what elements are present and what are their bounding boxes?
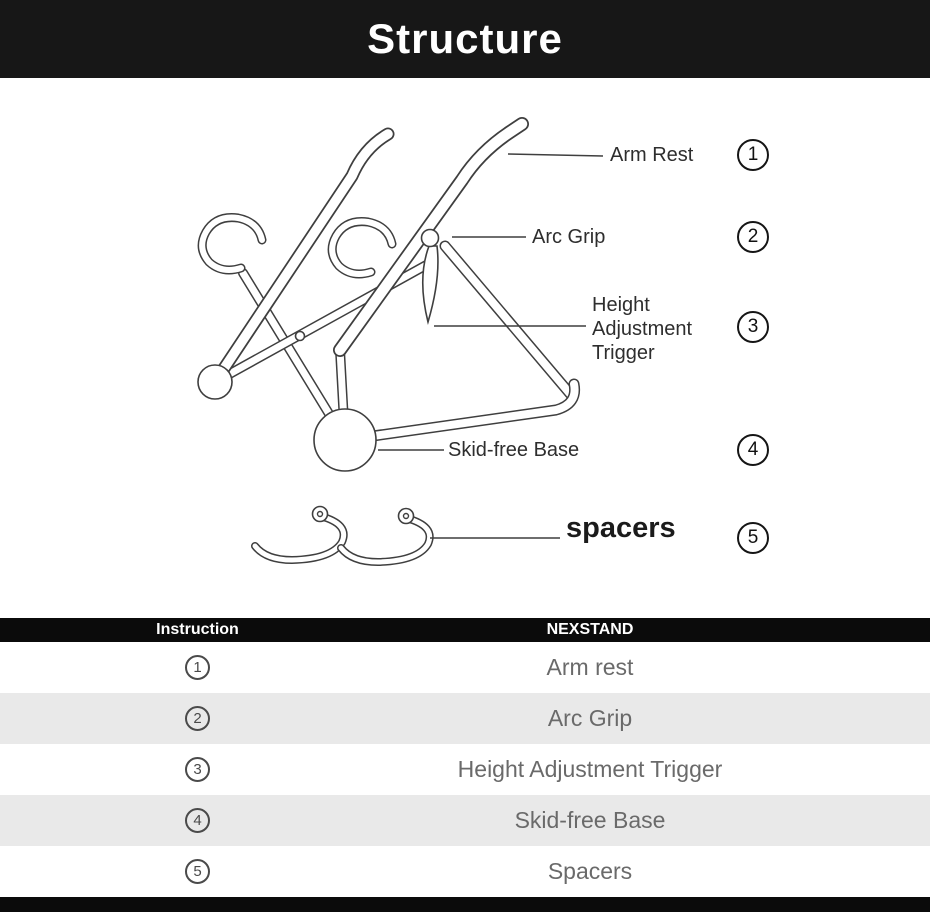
circled-number-4: 4 bbox=[737, 434, 769, 466]
leader-lines bbox=[378, 153, 604, 539]
column-header-instruction: Instruction bbox=[156, 621, 239, 638]
table-row: 5 Spacers bbox=[0, 846, 930, 897]
parts-table: Instruction NEXSTAND 1 Arm rest 2 Arc Gr… bbox=[0, 618, 930, 897]
row-number-cell: 5 bbox=[0, 846, 395, 897]
table-header-row: Instruction NEXSTAND bbox=[0, 618, 930, 642]
laptop-stand-drawing bbox=[197, 117, 581, 472]
part-name-cell: Height Adjustment Trigger bbox=[457, 756, 723, 782]
label-arc-grip: Arc Grip bbox=[532, 226, 606, 248]
left-joint bbox=[197, 364, 233, 400]
label-height-adjustment-trigger: Height Adjustment Trigger bbox=[592, 294, 693, 364]
spacers-drawing bbox=[251, 505, 434, 566]
row-number-cell: 3 bbox=[0, 744, 395, 795]
row-number-badge: 5 bbox=[185, 859, 210, 884]
circled-number-1: 1 bbox=[737, 139, 769, 171]
row-number-badge: 4 bbox=[185, 808, 210, 833]
table-row: 4 Skid-free Base bbox=[0, 795, 930, 846]
trigger-pivot bbox=[420, 228, 440, 248]
part-name-cell: Spacers bbox=[547, 858, 633, 884]
row-number-cell: 4 bbox=[0, 795, 395, 846]
center-pivot bbox=[294, 330, 306, 342]
title-bar: Structure bbox=[0, 0, 930, 78]
column-header-nexstand: NEXSTAND bbox=[546, 621, 634, 638]
part-name-cell: Skid-free Base bbox=[514, 807, 666, 833]
part-name-cell: Arm rest bbox=[546, 654, 634, 680]
bottom-bar bbox=[0, 897, 930, 912]
label-skid-free-base: Skid-free Base bbox=[448, 439, 580, 461]
diagram-canvas bbox=[197, 117, 604, 566]
table-row: 3 Height Adjustment Trigger bbox=[0, 744, 930, 795]
structure-diagram: Arm Rest Arc Grip Height Adjustment Trig… bbox=[0, 78, 930, 618]
circled-number-3: 3 bbox=[737, 311, 769, 343]
row-number-badge: 2 bbox=[185, 706, 210, 731]
circled-number-5: 5 bbox=[737, 522, 769, 554]
label-spacers: spacers bbox=[566, 512, 676, 544]
table-row: 2 Arc Grip bbox=[0, 693, 930, 744]
row-number-cell: 2 bbox=[0, 693, 395, 744]
row-number-cell: 1 bbox=[0, 642, 395, 693]
part-name-cell: Arc Grip bbox=[547, 705, 633, 731]
page-title: Structure bbox=[367, 15, 563, 62]
row-number-badge: 1 bbox=[185, 655, 210, 680]
column-header-empty bbox=[785, 618, 930, 642]
height-adjustment-trigger-shape bbox=[421, 245, 439, 326]
skid-free-base-wheel bbox=[313, 408, 377, 472]
label-arm-rest: Arm Rest bbox=[610, 144, 694, 166]
row-number-badge: 3 bbox=[185, 757, 210, 782]
circled-number-2: 2 bbox=[737, 221, 769, 253]
table-row: 1 Arm rest bbox=[0, 642, 930, 693]
